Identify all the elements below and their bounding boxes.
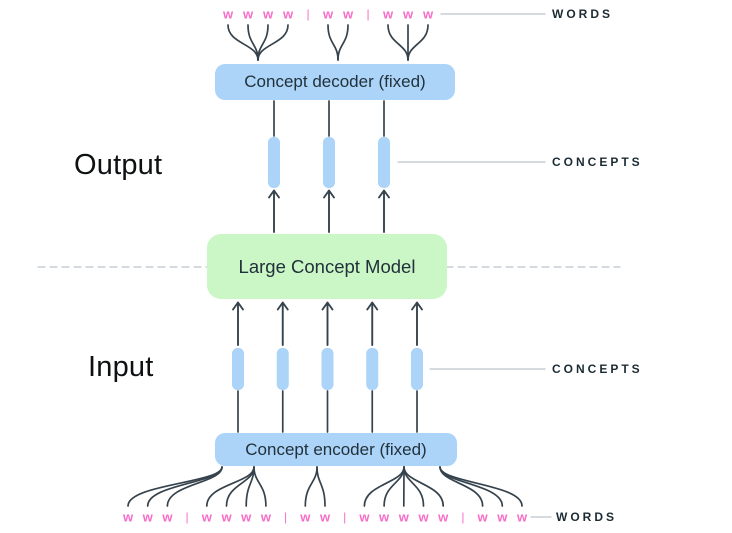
lcm-input-arrow-head <box>366 301 379 311</box>
word-token: w <box>162 509 173 525</box>
lcm-input-arrow-head <box>276 301 289 311</box>
word-token: w <box>322 6 334 22</box>
word-token: w <box>418 509 429 525</box>
decoder-word-fan <box>387 24 409 61</box>
word-token: w <box>438 509 449 525</box>
input-concept-bar <box>321 348 334 390</box>
encoder-word-fan <box>403 466 445 507</box>
word-token: w <box>122 509 134 525</box>
word-token: w <box>242 6 254 22</box>
concepts-label-input: CONCEPTS <box>552 362 643 376</box>
word-token: w <box>382 6 394 22</box>
word-token: w <box>342 6 354 22</box>
word-separator: | <box>306 7 310 21</box>
large-concept-model-box: Large Concept Model <box>207 234 447 299</box>
word-token: w <box>241 509 252 525</box>
encoder-word-fan <box>439 466 504 507</box>
word-separator: | <box>185 510 189 524</box>
word-token: w <box>262 6 274 22</box>
output-concept-bar <box>268 137 280 188</box>
word-token: w <box>260 509 271 525</box>
word-token: w <box>221 509 232 525</box>
output-concept-bar <box>323 137 335 188</box>
words-label-bottom: WORDS <box>556 510 617 524</box>
decoder-word-fan <box>257 24 289 61</box>
input-section-label: Input <box>88 351 154 383</box>
encoder-word-fan <box>245 466 255 507</box>
concept-encoder-box: Concept encoder (fixed) <box>215 433 457 466</box>
word-token: w <box>379 509 390 525</box>
word-token: w <box>359 509 370 525</box>
encoder-word-fan <box>316 466 326 507</box>
word-token: w <box>402 6 414 22</box>
encoder-word-fan <box>304 466 318 507</box>
word-token: w <box>300 509 311 525</box>
word-token: w <box>282 6 294 22</box>
output-section-label: Output <box>74 149 163 181</box>
output-concept-bar <box>378 137 390 188</box>
concept-decoder-box: Concept decoder (fixed) <box>215 64 455 100</box>
word-token: w <box>497 509 508 525</box>
words-label-top: WORDS <box>552 7 613 21</box>
encoder-word-fan <box>253 466 267 507</box>
lcm-output-arrow-head <box>323 189 335 199</box>
word-token: w <box>142 509 153 525</box>
input-concept-bar <box>411 348 423 390</box>
word-separator: | <box>343 510 347 524</box>
input-concept-bar <box>232 348 244 390</box>
lcm-input-arrow-head <box>232 301 244 311</box>
word-separator: | <box>284 510 288 524</box>
word-token: w <box>201 509 212 525</box>
word-token: w <box>319 509 331 525</box>
lcm-input-arrow-head <box>411 301 423 311</box>
word-token: w <box>422 6 434 22</box>
lcm-input-arrow-head <box>321 301 334 311</box>
decoder-word-fan <box>337 24 349 61</box>
input-concept-bar <box>366 348 379 390</box>
input-concept-bar <box>276 348 289 390</box>
word-token: w <box>222 6 234 22</box>
concepts-label-output: CONCEPTS <box>552 155 643 169</box>
decoder-word-fan <box>407 24 429 61</box>
encoder-word-fan <box>439 466 523 507</box>
encoder-word-fan <box>166 466 223 507</box>
decoder-word-fan <box>327 24 339 61</box>
word-token: w <box>398 509 409 525</box>
encoder-word-fan <box>146 466 223 507</box>
word-separator: | <box>461 510 465 524</box>
word-separator: | <box>366 7 370 21</box>
word-token: w <box>516 509 528 525</box>
word-token: w <box>477 509 488 525</box>
lcm-output-arrow-head <box>268 189 280 199</box>
decoder-word-fan <box>227 24 259 61</box>
lcm-output-arrow-head <box>378 189 390 199</box>
